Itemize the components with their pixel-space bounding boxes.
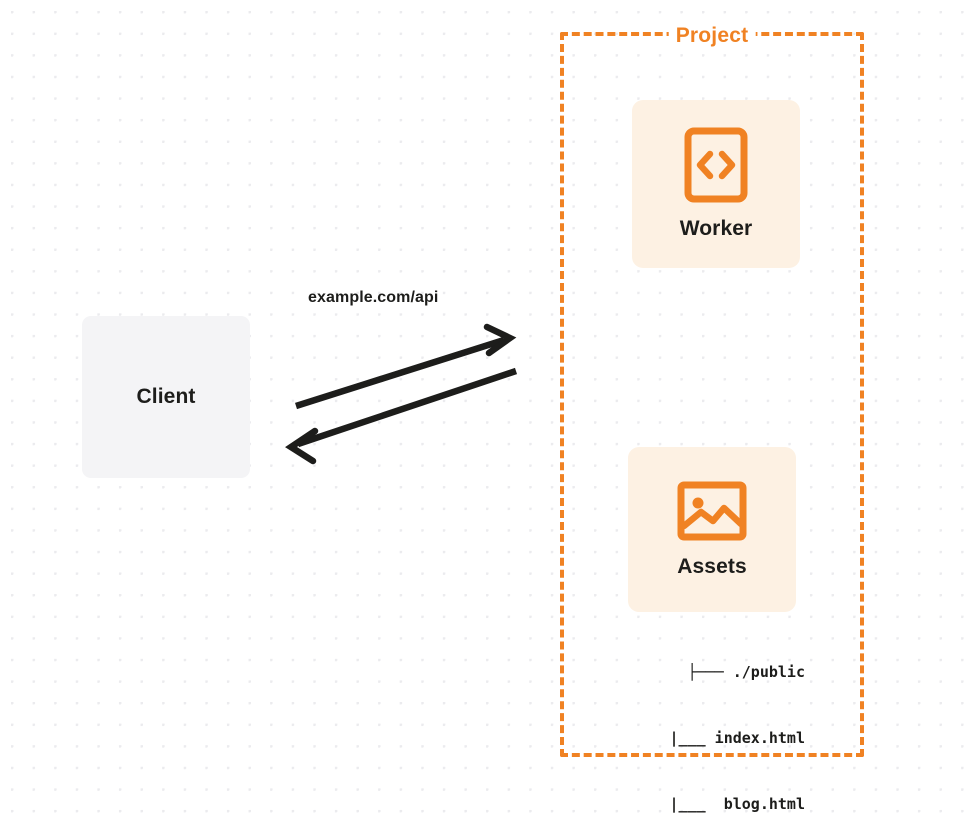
connection-label: example.com/api <box>308 289 439 306</box>
response-arrow <box>285 367 518 465</box>
image-icon <box>677 481 747 541</box>
request-arrow <box>295 323 517 410</box>
code-brackets-icon <box>684 127 748 203</box>
assets-node-label: Assets <box>677 554 747 578</box>
project-boundary: Project <box>560 24 864 757</box>
worker-node-label: Worker <box>679 217 753 240</box>
assets-node[interactable]: Assets <box>628 447 796 612</box>
project-title: Project <box>668 24 756 48</box>
file-tree-row: ├─── ./public <box>687 663 805 681</box>
file-tree-row: |___ blog.html <box>633 795 805 813</box>
worker-node[interactable]: Worker <box>632 100 800 268</box>
client-node-label: Client <box>136 385 196 408</box>
file-tree-row: |___ index.html <box>633 729 805 747</box>
assets-file-tree: ├─── ./public |___ index.html |___ blog.… <box>609 617 805 818</box>
client-node[interactable]: Client <box>82 316 250 478</box>
